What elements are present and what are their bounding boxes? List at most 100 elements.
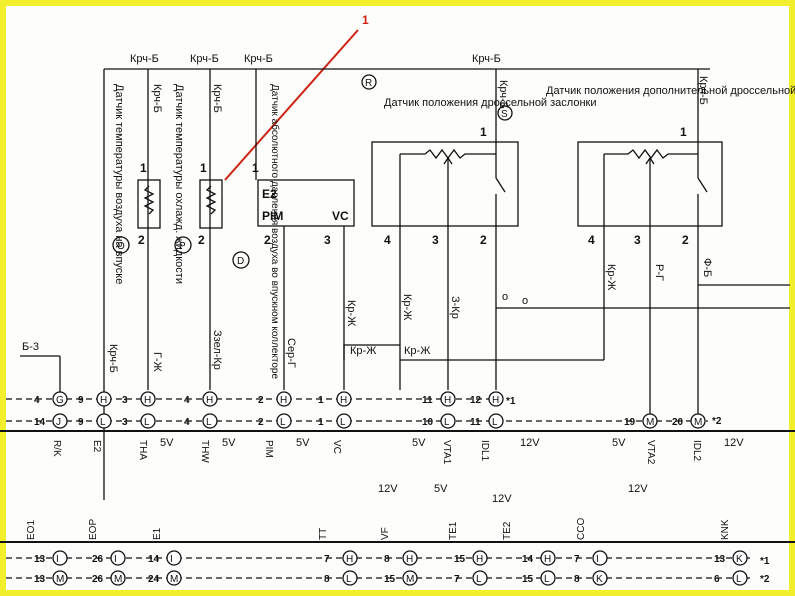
connector-pin-number: 4: [184, 395, 190, 406]
voltage-label: 5V: [412, 437, 426, 449]
connector-code: L: [476, 574, 482, 585]
coolant-pin-2: 2: [198, 233, 205, 247]
ecu-lower-terminal-label: CCO: [576, 518, 587, 540]
connector-code: L: [544, 574, 550, 585]
connector-pin-number: 26: [92, 554, 104, 565]
connector-code: L: [444, 417, 450, 428]
connector-circle: [472, 550, 488, 566]
voltage-label: 5V: [160, 437, 174, 449]
connector-pin-number: 14: [34, 417, 46, 428]
map-pin-2: 2: [264, 233, 271, 247]
sensor-label-air-temp: Датчик температуры воздуха на впуске: [113, 84, 125, 284]
ecu-terminal-label: IDL2: [691, 440, 702, 462]
coolant-sensor: [199, 179, 223, 229]
ecu-lower-terminal-label: EO1: [26, 520, 37, 540]
wire-label-krch-b-left: Крч-Б: [107, 344, 119, 373]
connector-code: M: [646, 417, 654, 428]
ecu-terminal-label: E2: [91, 440, 102, 453]
connector-code: I: [596, 554, 599, 565]
voltage-label: 5V: [296, 437, 310, 449]
map-e2: E2: [262, 187, 277, 201]
trc-pin-2: 2: [682, 233, 689, 247]
connector-circle: [472, 570, 488, 586]
ecu-terminal-label: VTA1: [441, 440, 452, 465]
connector-pin-number: 1: [318, 417, 324, 428]
connector-code: K: [736, 554, 743, 565]
connector-code: H: [144, 395, 151, 406]
voltage-label-lower: 12V: [378, 483, 398, 495]
connector-code: H: [406, 554, 413, 565]
wire-label-z-kr: З-Кр: [449, 296, 461, 319]
wire-label-kr-zh-3: Кр-Ж: [401, 294, 413, 320]
map-sensor: [257, 179, 355, 227]
sensor-label-map: Датчик абсолютного давления воздуха во в…: [269, 84, 281, 379]
connector-circle: [202, 391, 218, 407]
connector-code: L: [346, 574, 352, 585]
wire-label-b3: Б-3: [22, 341, 39, 353]
connector-pin-number: 2: [258, 395, 264, 406]
ecu-lower-terminal-label: E1: [152, 527, 163, 540]
connector-code: H: [492, 395, 499, 406]
connector-code: I: [56, 554, 59, 565]
wire-vc-bridge: [343, 344, 400, 360]
connector-circle: [140, 413, 156, 429]
wire-label-o1: о: [502, 291, 508, 303]
connector-circle: [342, 570, 358, 586]
wire-label-krch-b-3: Крч-Б: [497, 80, 509, 109]
connector-pin-number: 26: [92, 574, 104, 585]
connector-pin-number: 14: [148, 554, 160, 565]
connector-code: M: [114, 574, 122, 585]
wire-label-kr-zh-4: Кр-Ж: [404, 345, 430, 357]
connector-circle: [52, 550, 68, 566]
connector-circle: [732, 550, 748, 566]
connector-circle: [52, 413, 68, 429]
ecu-lower-terminal-label: KNK: [720, 519, 731, 540]
connector-code: H: [340, 395, 347, 406]
wire-label-krch-b-4: Крч-Б: [697, 76, 709, 105]
mark-r-circle: [361, 74, 377, 90]
throttle-pin-1: 1: [480, 125, 487, 139]
connector-circle: [96, 391, 112, 407]
ecu-terminal-label: VC: [331, 440, 342, 454]
wire-label-f-b: Ф-Б: [701, 258, 713, 277]
wire-label-kr-zh-2: Кр-Ж: [350, 345, 376, 357]
connector-pin-number: 1: [318, 395, 324, 406]
connector-pin-number: 19: [624, 417, 636, 428]
connector-pin-number: 8: [324, 574, 330, 585]
ecu-terminal-label: R/K: [51, 440, 62, 457]
throttle-pin-2: 2: [480, 233, 487, 247]
connector-pin-number: 13: [34, 574, 46, 585]
callout-line: [224, 29, 359, 181]
mark-r: R: [365, 78, 372, 89]
air-temp-pin-2: 2: [138, 233, 145, 247]
throttle-pot: [400, 148, 496, 160]
connector-code: L: [492, 417, 498, 428]
connector-code: H: [444, 395, 451, 406]
trc-sensor-title: Датчик положения дополнительной дроссель…: [546, 85, 795, 97]
connector-circle: [336, 391, 352, 407]
throttle-pin-3: 3: [432, 233, 439, 247]
connector-circle: [540, 570, 556, 586]
throttle-sensor-box: [371, 141, 519, 227]
connector-pin-number: 7: [454, 574, 460, 585]
air-temp-pin-1: 1: [140, 161, 147, 175]
connector-code: L: [206, 417, 212, 428]
connector-code: L: [144, 417, 150, 428]
mark-o-circle: [112, 236, 130, 254]
voltage-label: 5V: [222, 437, 236, 449]
top-wire-label-4: Крч-Б: [472, 53, 501, 65]
connector-pin-number: 15: [384, 574, 396, 585]
wire-label-r-g: Р-Г: [653, 264, 665, 281]
voltage-label-lower: 5V: [434, 483, 448, 495]
wire-label-krch-b-2: Крч-Б: [211, 84, 223, 113]
connector-circle: [52, 391, 68, 407]
throttle-sensor-title: Датчик положения дроссельной заслонки: [384, 97, 597, 109]
wire-label-zel-kr: Ззел-Кр: [211, 330, 223, 370]
connector-code: L: [736, 574, 742, 585]
connector-circle: [276, 413, 292, 429]
connector-pin-number: 14: [522, 554, 534, 565]
